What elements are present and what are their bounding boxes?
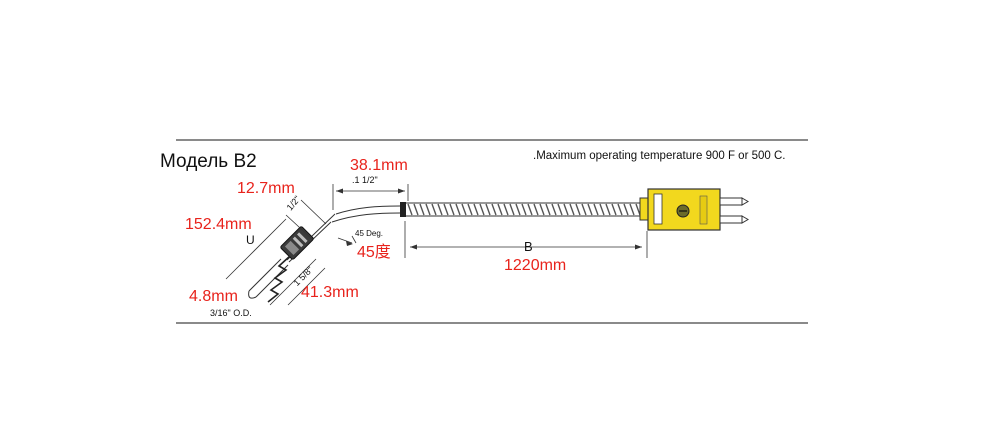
cable-spiral-segment [443,203,449,216]
cable-spiral-segment [569,203,575,216]
cable-spiral-segment [479,203,485,216]
armored-cable-icon [400,202,649,217]
bend-angle-metric: 45度 [357,244,391,261]
cable-spiral-segment [419,203,425,216]
probe-body-icon [248,205,401,299]
cable-spiral-segment [437,203,443,216]
dimension-lines [225,184,648,306]
dimension-arrows [336,188,642,250]
max-temp-note: .Maximum operating temperature 900 F or … [533,150,786,162]
cable-spiral-segment [533,203,539,216]
cable-spiral-segment [545,203,551,216]
cable-spiral-segment [461,203,467,216]
cable-spiral-segment [563,203,569,216]
cable-spiral-segment [449,203,455,216]
probe-diameter-metric: 4.8mm [189,288,238,305]
cable-spiral-segment [521,203,527,216]
cable-length-imperial: B [524,239,533,254]
cable-spiral-segment [539,203,545,216]
overall-length-metric: 152.4mm [185,216,252,233]
overall-length-imperial: U [246,233,255,247]
cable-spiral-segment [413,203,419,216]
cable-spiral-segment [575,203,581,216]
cable-spiral-segment [551,203,557,216]
cable-length-metric: 1220mm [504,257,567,274]
cable-spiral-segment [509,203,515,216]
cable-spiral-segment [425,203,431,216]
cable-spiral-segment [599,203,605,216]
cable-spiral-segment [605,203,611,216]
sheath-length-metric: 38.1mm [350,157,408,174]
cable-spiral-segment [497,203,503,216]
cable-spiral-segment [473,203,479,216]
spring-length-metric: 41.3mm [301,284,359,301]
model-title: Модель B2 [160,151,257,172]
cable-spiral-segment [467,203,473,216]
tip-width-metric: 12.7mm [237,180,295,197]
cable-spiral-segment [527,203,533,216]
cable-spiral-segment [431,203,437,216]
probe-diameter-imperial: 3/16" O.D. [210,308,252,318]
cable-spiral-segment [485,203,491,216]
cable-spiral-segment [503,203,509,216]
sheath-length-imperial: .1 1/2" [352,175,378,185]
cable-spiral-segment [515,203,521,216]
cable-spiral-segment [593,203,599,216]
cable-spiral-segment [587,203,593,216]
cable-spiral-segment [491,203,497,216]
connector-plug-icon [639,188,749,231]
cable-spiral-segment [635,203,641,216]
cable-spiral-segment [455,203,461,216]
bend-angle-imperial: 45 Deg. [355,229,384,238]
cable-spiral-segment [407,203,413,216]
cable-spiral-segment [617,203,623,216]
cable-spiral-segment [581,203,587,216]
spring-icon [267,255,291,303]
cable-spiral-segment [623,203,629,216]
cable-spiral-segment [629,203,635,216]
cable-spiral-segment [611,203,617,216]
cable-spiral-segment [557,203,563,216]
